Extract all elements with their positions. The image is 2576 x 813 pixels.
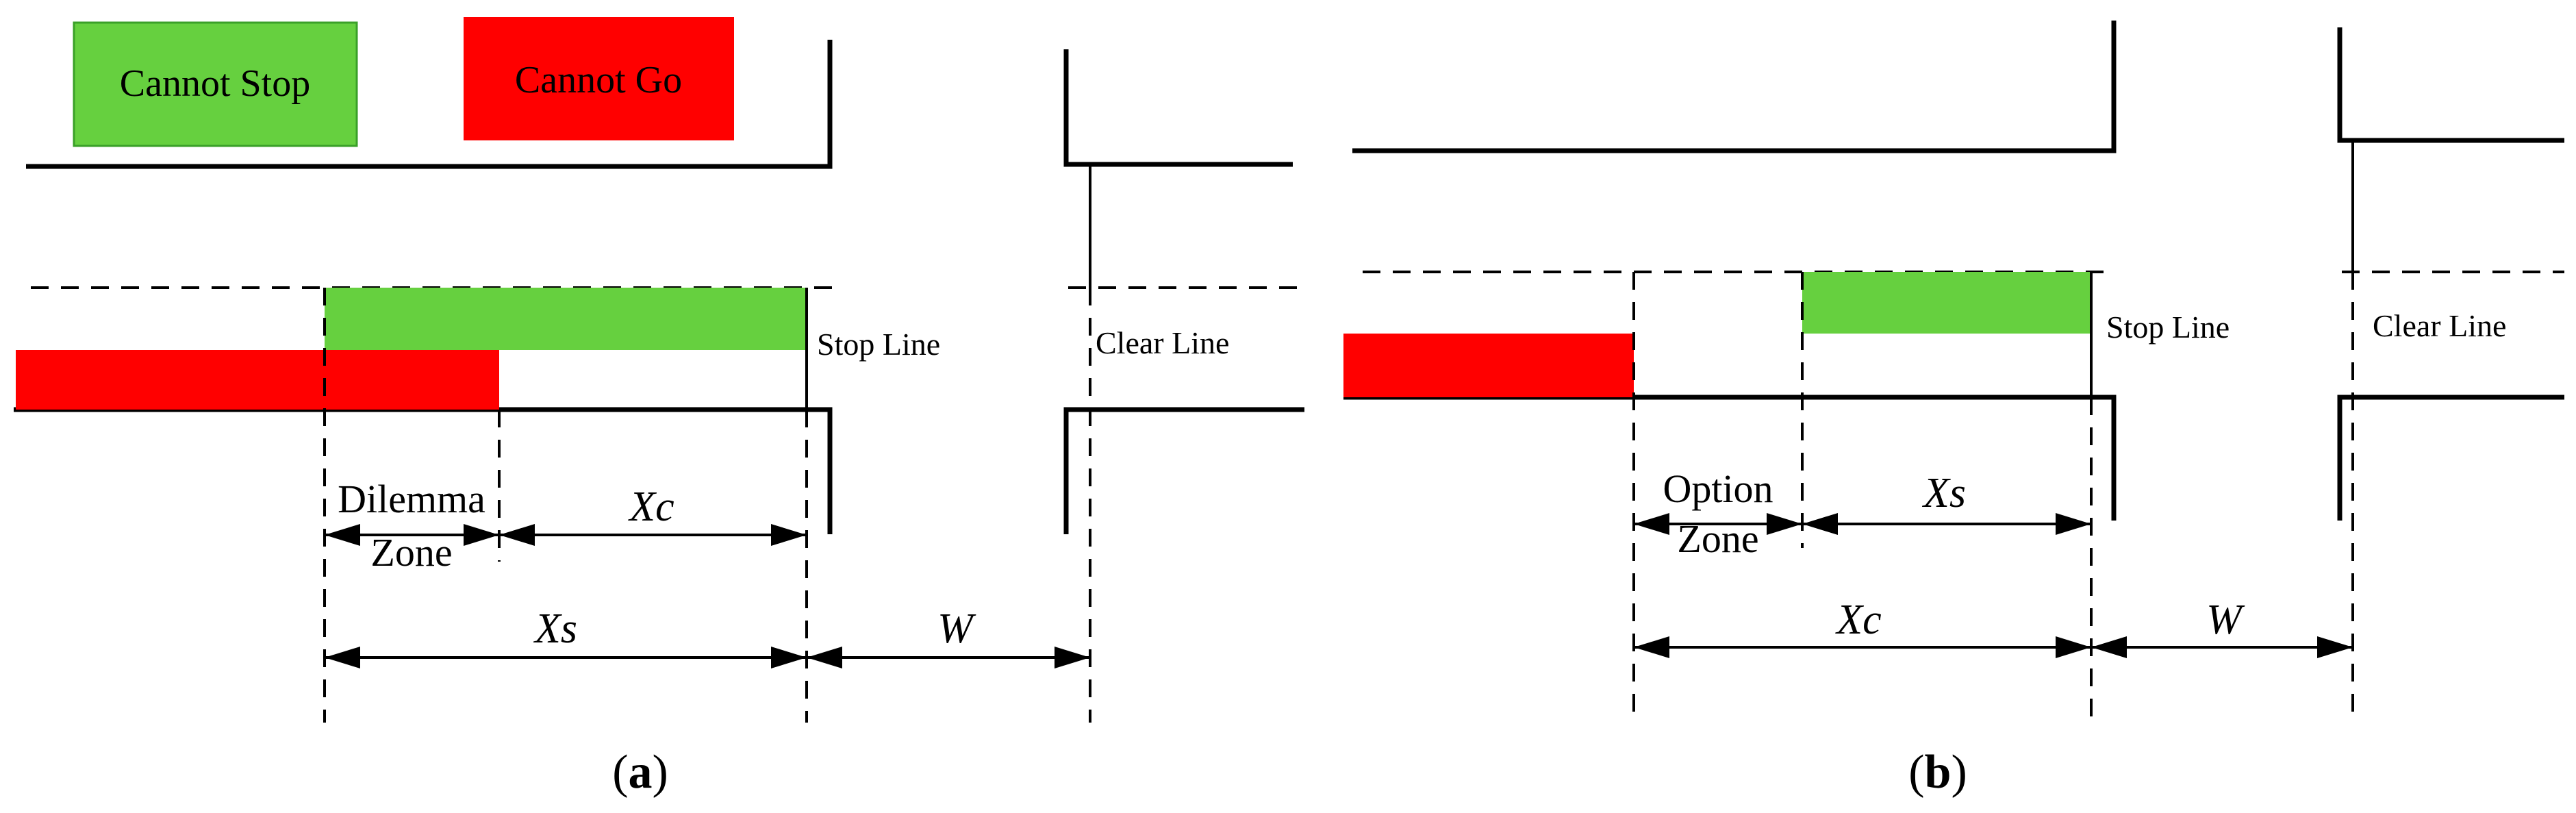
panel-a-road-top-right bbox=[1063, 49, 1293, 167]
panel-a-caption-close: ) bbox=[653, 746, 668, 799]
panel-b-dim-xc-arrow-left bbox=[1634, 636, 1669, 658]
panel-b-clear-line-label: Clear Line bbox=[2373, 308, 2506, 343]
panel-a-caption: (a) bbox=[612, 746, 668, 799]
panel-a-dim-xc-arrow-left bbox=[499, 524, 535, 546]
panel-b-zone-label-line1: Option bbox=[1663, 466, 1773, 511]
panel-a-dim-w-arrow-right bbox=[1055, 647, 1090, 668]
panel-b-dim-xs-label: Xs bbox=[1921, 470, 1966, 516]
panel-b-caption-letter: b bbox=[1925, 746, 1952, 799]
panel-a-road-top-left bbox=[26, 40, 833, 169]
panel-a-dim-dilemma-arrow-right bbox=[464, 524, 499, 546]
panel-a-dim-xc-arrow-right bbox=[771, 524, 807, 546]
panel-b-caption-open: ( bbox=[1908, 746, 1924, 799]
panel-a-dim-xs-arrow-right bbox=[771, 647, 807, 668]
legend-cannot-go-label: Cannot Go bbox=[515, 59, 682, 101]
panel-b: Stop Line Clear Line Option Zone Xs Xc W… bbox=[1343, 21, 2564, 799]
panel-b-dim-xs-arrow-right bbox=[2056, 513, 2091, 535]
legend-cannot-stop-label: Cannot Stop bbox=[120, 62, 310, 105]
panel-a-zone-label-line2: Zone bbox=[370, 530, 452, 575]
panel-b-cannot-stop-bar bbox=[1802, 272, 2091, 334]
panel-a-caption-open: ( bbox=[612, 746, 628, 799]
panel-b-road-top-right bbox=[2337, 27, 2564, 143]
panel-b-caption: (b) bbox=[1908, 746, 1967, 799]
panel-a-cannot-stop-bar bbox=[325, 288, 805, 350]
panel-a-dim-w-arrow-left bbox=[807, 647, 842, 668]
panel-a-road-bottom-right bbox=[1063, 407, 1304, 534]
panel-b-dim-xc-label: Xc bbox=[1834, 597, 1881, 643]
panel-b-road-bottom-right bbox=[2337, 395, 2564, 521]
panel-a-stop-line-label: Stop Line bbox=[817, 327, 940, 362]
panel-b-stop-line-label: Stop Line bbox=[2106, 310, 2230, 345]
panel-a-dim-xc-label: Xc bbox=[627, 484, 674, 530]
panel-b-dim-option-arrow-left bbox=[1634, 513, 1669, 535]
legend-cannot-stop-swatch bbox=[73, 21, 358, 147]
panel-a-dim-xs-arrow-left bbox=[325, 647, 360, 668]
panel-b-dim-w-arrow-right bbox=[2317, 636, 2353, 658]
panel-a-caption-letter: a bbox=[629, 746, 653, 799]
legend: Cannot Stop Cannot Go bbox=[73, 17, 734, 147]
panel-b-dim-option-arrow-right bbox=[1767, 513, 1802, 535]
panel-b-dim-w-label: W bbox=[2206, 597, 2245, 643]
panel-a: Stop Line Clear Line Dilemma Zone Xc Xs … bbox=[14, 40, 1304, 799]
panel-b-dim-w-arrow-left bbox=[2091, 636, 2127, 658]
panel-a-zone-label-line1: Dilemma bbox=[338, 477, 485, 521]
panel-b-road-top-left bbox=[1352, 21, 2117, 153]
panel-b-dim-xs-arrow-left bbox=[1802, 513, 1838, 535]
panel-b-caption-close: ) bbox=[1951, 746, 1967, 799]
panel-a-clear-line-label: Clear Line bbox=[1096, 325, 1229, 360]
panel-a-dim-xs-label: Xs bbox=[533, 605, 577, 652]
legend-cannot-go-swatch bbox=[464, 17, 734, 140]
panel-a-dim-w-label: W bbox=[937, 605, 976, 652]
panel-a-dim-dilemma-arrow-left bbox=[325, 524, 360, 546]
panel-b-dim-xc-arrow-right bbox=[2056, 636, 2091, 658]
panel-b-cannot-go-bar bbox=[1343, 334, 1634, 397]
panel-b-zone-label-line2: Zone bbox=[1677, 516, 1758, 561]
panel-a-cannot-go-bar bbox=[16, 350, 499, 410]
